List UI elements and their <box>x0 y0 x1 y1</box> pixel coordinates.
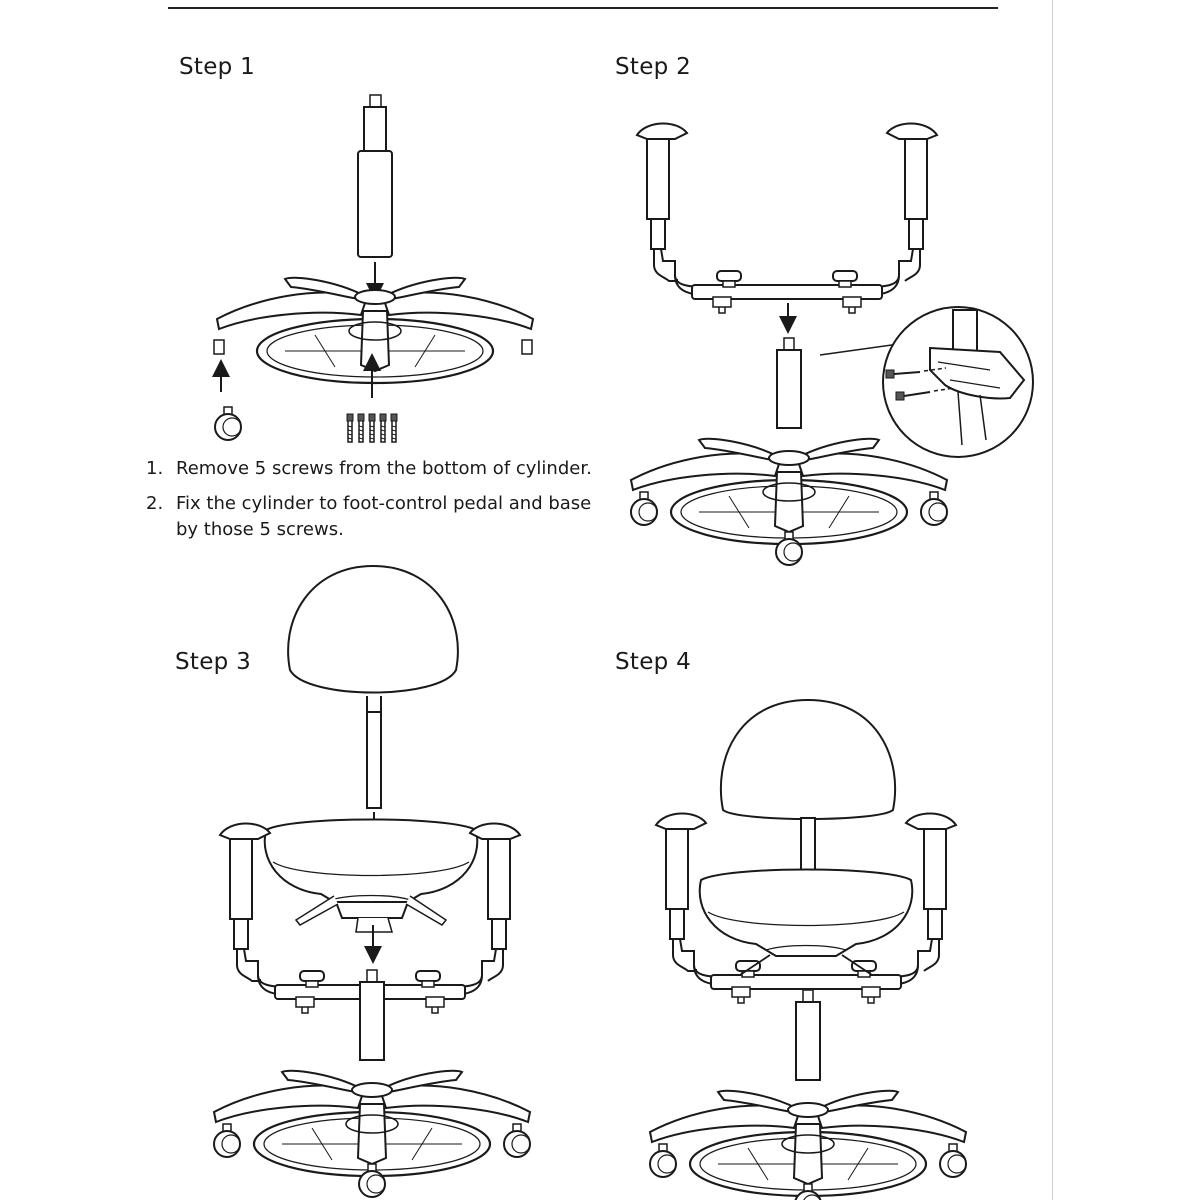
gas-cylinder <box>358 95 392 257</box>
instruction-item: 1. Remove 5 screws from the bottom of cy… <box>146 456 606 482</box>
seat-cushion <box>698 868 914 957</box>
base-with-cylinder <box>650 990 966 1200</box>
step-2-title: Step 2 <box>615 54 692 80</box>
detail-magnifier <box>820 307 1033 457</box>
backrest-post <box>801 818 815 870</box>
backrest <box>719 699 897 820</box>
page-edge-rule <box>1052 0 1053 1200</box>
step-3-title: Step 3 <box>175 649 252 675</box>
instruction-item: 2. Fix the cylinder to foot-control peda… <box>146 491 606 543</box>
seat-cushion <box>263 818 479 933</box>
step-1-title: Step 1 <box>179 54 256 80</box>
instruction-number: 1. <box>146 458 164 479</box>
instruction-list: 1. Remove 5 screws from the bottom of cy… <box>146 456 606 552</box>
instruction-text: Fix the cylinder to foot-control pedal a… <box>176 493 592 540</box>
instruction-number: 2. <box>146 493 164 514</box>
top-rule <box>168 7 998 9</box>
seat-levers <box>740 955 872 975</box>
instruction-text: Remove 5 screws from the bottom of cylin… <box>176 458 592 479</box>
backrest <box>288 566 458 808</box>
star-base <box>214 276 535 385</box>
step-4-title: Step 4 <box>615 649 692 675</box>
